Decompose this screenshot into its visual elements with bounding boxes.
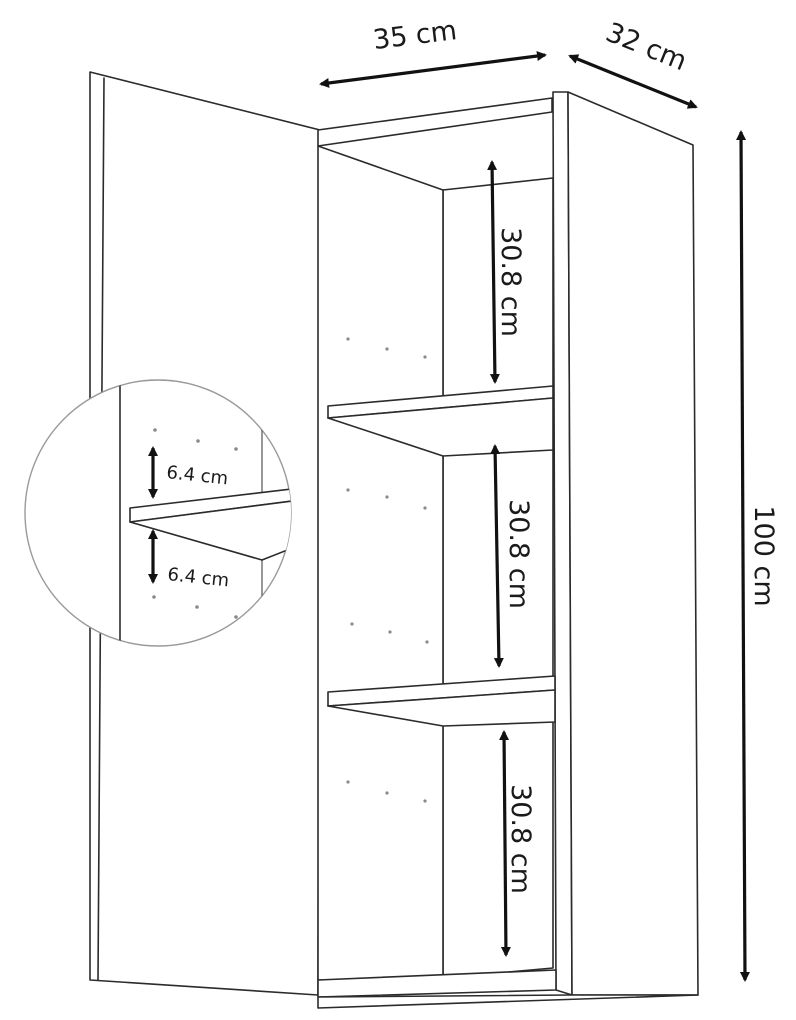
depth-label: 32 cm [601, 17, 691, 77]
cabinet-body [317, 91, 699, 1009]
height-arrow [736, 130, 750, 982]
shelf-lower [327, 675, 556, 727]
compartment-top-label: 30.8 cm [495, 227, 526, 337]
right-side-panel [567, 91, 699, 996]
compartment-middle-label: 30.8 cm [503, 499, 534, 609]
detail-magnifier: 6.4 cm 6.4 cm [24, 379, 292, 647]
left-side-inner [317, 145, 444, 981]
bottom-panel [317, 969, 557, 998]
width-label: 35 cm [371, 15, 458, 56]
magnified-shelf [129, 487, 291, 523]
compartment-middle-dimension: 30.8 cm [490, 444, 534, 668]
compartment-top-arrow [487, 160, 500, 384]
compartment-bottom-label: 30.8 cm [505, 784, 536, 894]
compartment-bottom-arrow [499, 730, 511, 957]
compartment-middle-arrow [490, 444, 504, 668]
height-label: 100 cm [748, 505, 779, 606]
height-dimension: 100 cm [736, 130, 779, 982]
depth-arrow [568, 54, 698, 109]
base-plinth [317, 994, 699, 1009]
compartment-bottom-dimension: 30.8 cm [499, 730, 536, 957]
width-dimension: 35 cm [319, 15, 547, 88]
compartment-top-dimension: 30.8 cm [487, 160, 526, 384]
peg-holes [346, 337, 429, 803]
width-arrow [319, 51, 547, 88]
top-panel [317, 97, 553, 147]
depth-dimension: 32 cm [568, 17, 698, 109]
magnified-view [119, 380, 291, 646]
shelf-upper [327, 385, 554, 457]
